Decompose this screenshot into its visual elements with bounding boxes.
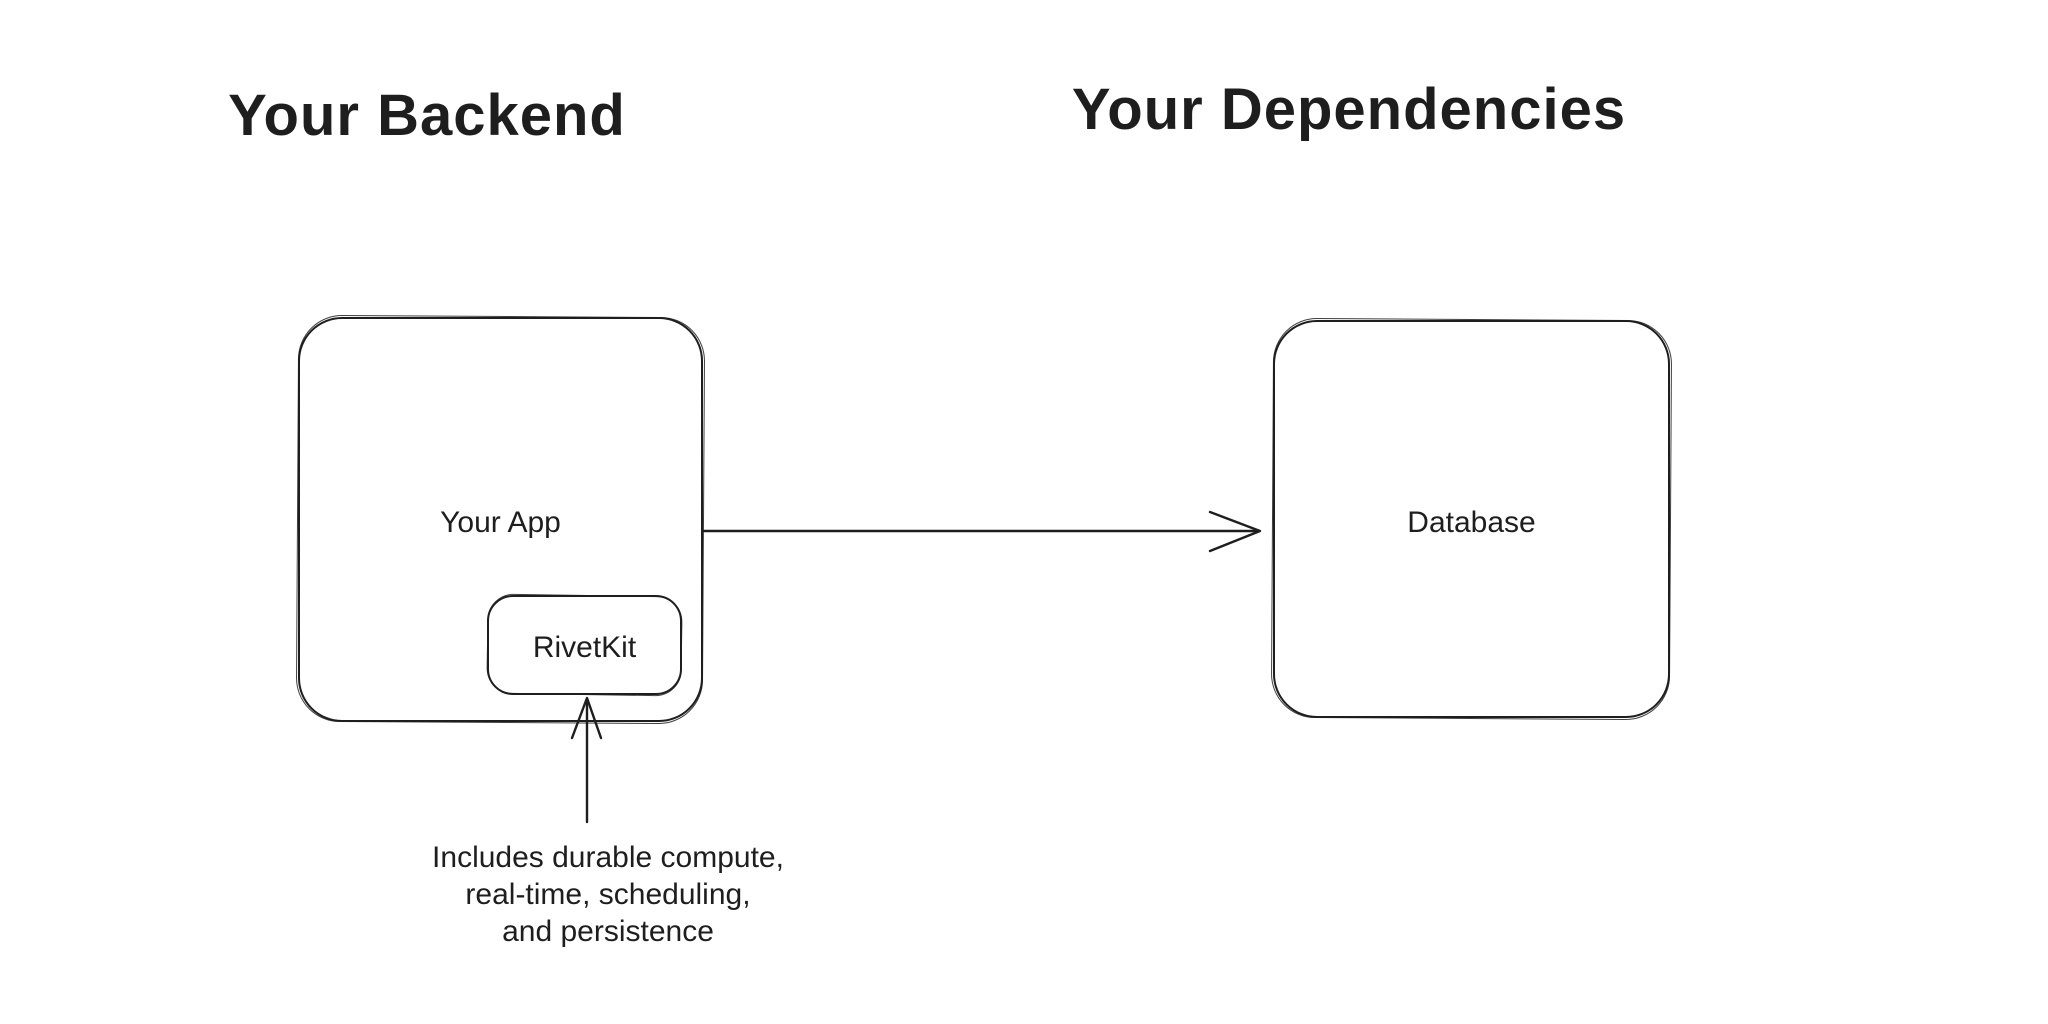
your-app-label: Your App <box>440 506 561 539</box>
database-box: Database <box>1273 320 1670 718</box>
rivetkit-caption: Includes durable compute, real-time, sch… <box>408 839 808 950</box>
caption-line-3: and persistence <box>502 915 714 948</box>
your-app-box: Your App <box>298 317 703 722</box>
rivetkit-box: RivetKit <box>487 595 682 695</box>
heading-your-backend: Your Backend <box>228 83 626 148</box>
database-label: Database <box>1407 506 1536 539</box>
caption-line-1: Includes durable compute, <box>432 841 784 874</box>
rivetkit-label: RivetKit <box>532 631 637 664</box>
heading-your-dependencies: Your Dependencies <box>1071 77 1627 142</box>
app-to-database-arrow <box>702 510 1262 553</box>
caption-line-2: real-time, scheduling, <box>465 878 751 911</box>
